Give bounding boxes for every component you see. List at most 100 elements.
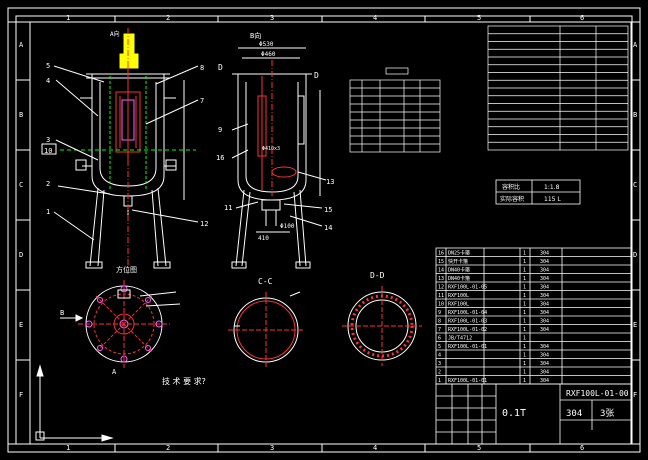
part-label-13: 13 xyxy=(326,178,334,186)
bom-cell-code: RXF100L-01-02 xyxy=(448,327,487,333)
bom-table xyxy=(435,247,632,385)
zone-top-4: 4 xyxy=(373,14,377,22)
zone-right-c: C xyxy=(633,181,637,189)
part-label-16: 16 xyxy=(216,154,224,162)
bom-cell-no: 12 xyxy=(438,285,444,291)
bom-cell-mat: 304 xyxy=(540,378,549,384)
bom-cell-mat: 304 xyxy=(540,344,549,350)
side-dim-bottom-b: Φ100 xyxy=(280,223,295,230)
bom-cell-mat: 304 xyxy=(540,285,549,291)
nozzle-table xyxy=(349,67,441,153)
zone-right-f: F xyxy=(633,391,637,399)
bom-cell-no: 3 xyxy=(438,361,441,367)
zone-left-e: E xyxy=(19,321,23,329)
side-manway xyxy=(271,166,297,178)
bom-cell-code: 快开卡箍 xyxy=(448,258,468,265)
side-dim-inner: Φ460 xyxy=(261,51,276,58)
bom-cell-qty: 1 xyxy=(523,336,526,342)
capacity-box xyxy=(495,179,581,205)
bom-cell-no: 5 xyxy=(438,344,441,350)
bom-cell-no: 6 xyxy=(438,336,441,342)
bom-cell-code: RXF100L xyxy=(448,302,469,308)
drawing-sheet: 3张 xyxy=(600,408,614,419)
bom-cell-qty: 1 xyxy=(523,259,526,265)
side-dim-outer: Φ530 xyxy=(259,41,274,48)
bom-cell-no: 10 xyxy=(438,302,444,308)
plan-mark-b: B xyxy=(60,309,64,317)
zone-left-c: C xyxy=(19,181,23,189)
bom-cell-mat: 304 xyxy=(540,327,549,333)
zone-left-a: A xyxy=(19,41,24,49)
bom-cell-no: 16 xyxy=(438,251,444,257)
zone-top-2: 2 xyxy=(166,14,170,22)
bom-cell-qty: 1 xyxy=(523,319,526,325)
bom-cell-code: RXF100L-01-01 xyxy=(448,344,487,350)
part-label-10: 10 xyxy=(44,147,52,155)
capacity-value-ratio: 1:1.8 xyxy=(544,184,560,191)
part-label-5: 5 xyxy=(46,62,50,70)
bom-cell-code: RXF100L xyxy=(448,293,469,299)
bom-cell-no: 7 xyxy=(438,327,441,333)
drawing-frame xyxy=(7,7,641,453)
section-mark-d-left: D xyxy=(218,63,223,72)
ucs-icon xyxy=(35,364,114,442)
zone-left-d: D xyxy=(19,251,23,259)
bom-cell-qty: 1 xyxy=(523,361,526,367)
motor-body xyxy=(123,33,135,55)
bom-cell-mat: 304 xyxy=(540,353,549,359)
part-label-15: 15 xyxy=(324,206,332,214)
bom-cell-mat: 304 xyxy=(540,293,549,299)
bom-cell-code: RXF100L-01-01 xyxy=(448,378,487,384)
zone-top-1: 1 xyxy=(66,14,70,22)
front-view-part-labels: 5 4 3 10 2 1 8 7 12 xyxy=(44,62,208,228)
bom-cell-code: DN40卡箍 xyxy=(448,267,470,274)
bom-cell-code: DN40卡箍 xyxy=(448,275,470,282)
bom-cell-no: 15 xyxy=(438,259,444,265)
bom-cell-code: DN25卡箍 xyxy=(448,250,470,257)
bom-cell-qty: 1 xyxy=(523,344,526,350)
zone-bottom-2: 2 xyxy=(166,444,170,452)
section-dd: D-D xyxy=(342,271,422,366)
title-block xyxy=(435,383,632,445)
side-view-part-labels: 9 16 13 11 15 14 xyxy=(216,126,334,232)
zone-bottom-5: 5 xyxy=(477,444,481,452)
zone-bottom-4: 4 xyxy=(373,444,377,452)
bom-cell-code: RXF100L-01-05 xyxy=(448,285,487,291)
bom-cell-qty: 1 xyxy=(523,370,526,376)
section-cc: C-C xyxy=(228,277,304,368)
bom-cell-qty: 1 xyxy=(523,327,526,333)
side-dim-bottom-a: 410 xyxy=(258,235,269,242)
drawing-name: 0.1T xyxy=(502,408,526,419)
bom-cell-mat: 304 xyxy=(540,251,549,257)
plan-view-title: 方位图 xyxy=(116,265,137,274)
zone-right-e: E xyxy=(633,321,637,329)
tech-requirements-heading: 技 术 要 求? xyxy=(162,376,206,386)
title-block-text: RXF100L-01-00 0.1T 304 3张 xyxy=(502,389,629,419)
bom-cell-no: 1 xyxy=(438,378,441,384)
bom-cell-no: 8 xyxy=(438,319,441,325)
bom-cell-qty: 1 xyxy=(523,353,526,359)
bom-cell-no: 4 xyxy=(438,353,441,359)
side-view: B向 Φ530 Φ460 D D 410 Φ100 Φ410x3 xyxy=(218,31,327,269)
bom-cell-mat: 304 xyxy=(540,276,549,282)
bom-cell-qty: 1 xyxy=(523,285,526,291)
bom-cell-no: 9 xyxy=(438,310,441,316)
bom-cell-mat: 304 xyxy=(540,268,549,274)
zone-bottom-3: 3 xyxy=(270,444,274,452)
bom-cell-no: 13 xyxy=(438,276,444,282)
part-label-4: 4 xyxy=(46,77,50,85)
part-label-1: 1 xyxy=(46,208,50,216)
part-label-3: 3 xyxy=(46,136,50,144)
part-label-7: 7 xyxy=(200,97,204,105)
bom-cell-qty: 1 xyxy=(523,251,526,257)
bom-cell-qty: 1 xyxy=(523,268,526,274)
bom-cell-code: JB/T4712 xyxy=(448,336,472,342)
section-dd-title: D-D xyxy=(370,271,385,280)
bom-cell-qty: 1 xyxy=(523,378,526,384)
zone-top-6: 6 xyxy=(580,14,584,22)
bom-cell-no: 11 xyxy=(438,293,444,299)
bom-cell-qty: 1 xyxy=(523,293,526,299)
zone-right-d: D xyxy=(633,251,637,259)
